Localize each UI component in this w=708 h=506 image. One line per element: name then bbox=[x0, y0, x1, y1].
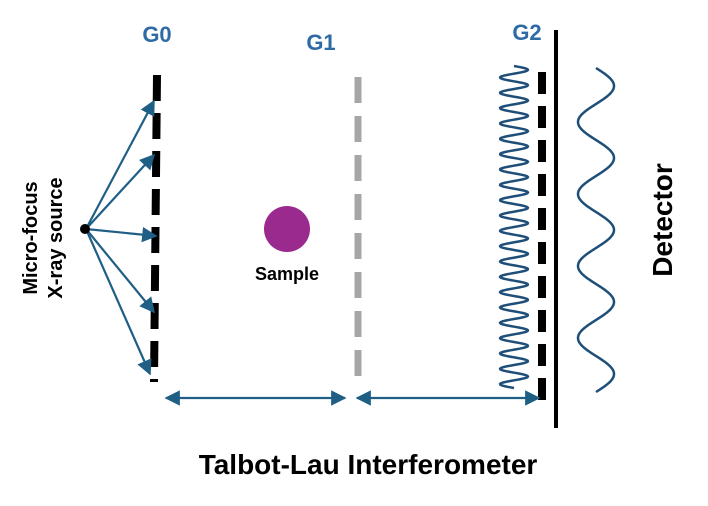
g2-label: G2 bbox=[512, 20, 541, 45]
sample-label: Sample bbox=[255, 264, 319, 284]
beam-arrow bbox=[84, 228, 152, 376]
source-label-line1: Micro-focus bbox=[20, 181, 42, 294]
beam-arrows bbox=[84, 99, 158, 376]
fringe-wave-coarse bbox=[576, 66, 616, 394]
g1-label: G1 bbox=[306, 30, 335, 55]
beam-arrow bbox=[85, 226, 158, 243]
g0-label: G0 bbox=[142, 22, 171, 47]
beam-arrow bbox=[85, 153, 156, 230]
diagram-title: Talbot-Lau Interferometer bbox=[199, 449, 538, 480]
sample-circle-icon bbox=[264, 206, 310, 252]
source-label-line2: X-ray source bbox=[45, 177, 67, 298]
beam-arrow bbox=[85, 228, 155, 314]
grating-g0 bbox=[150, 74, 161, 383]
fringe-wave-fine bbox=[498, 64, 530, 390]
beam-arrow bbox=[85, 99, 155, 230]
detector-label: Detector bbox=[647, 163, 678, 277]
source-point-icon bbox=[80, 224, 90, 234]
